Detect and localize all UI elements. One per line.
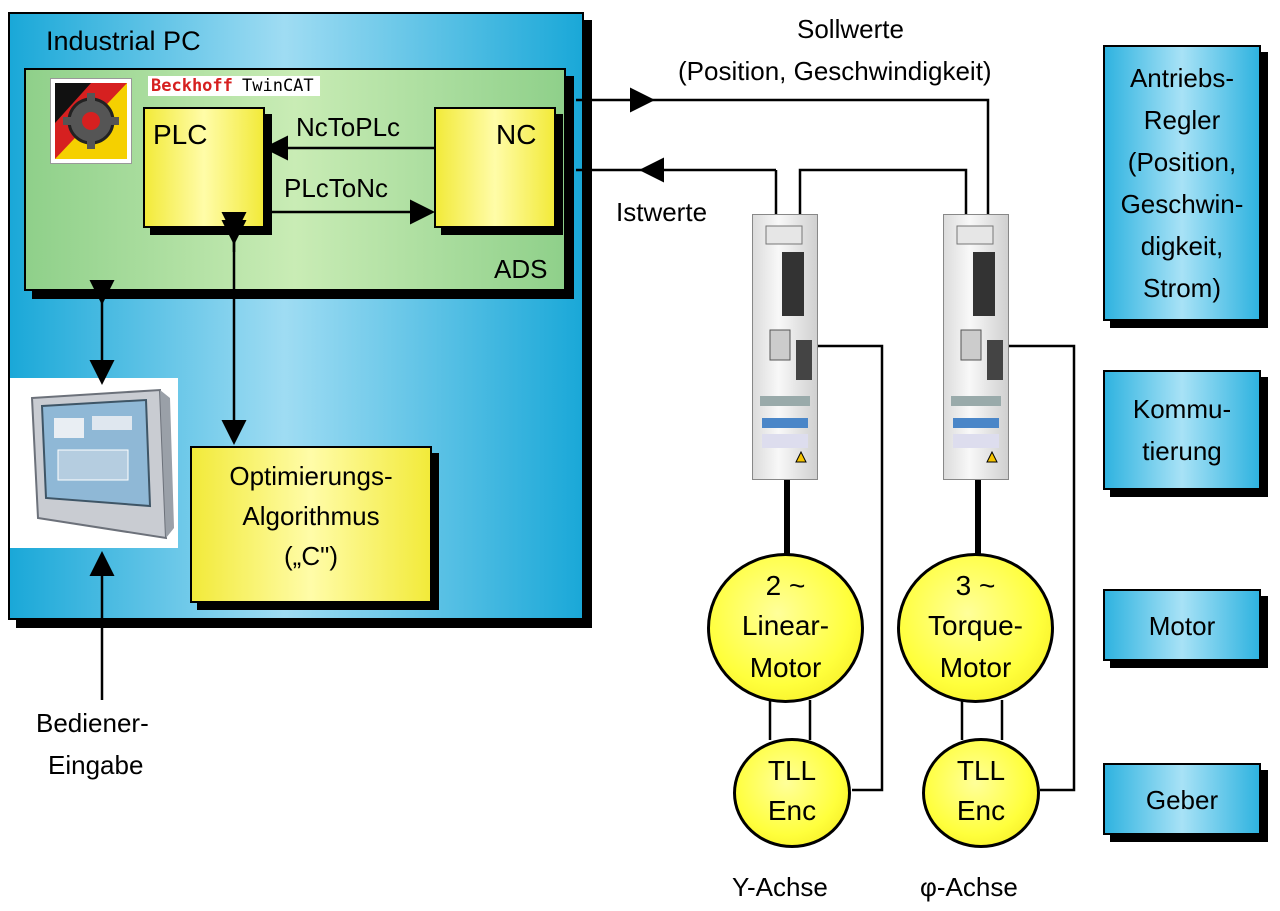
plc-to-nc-label: PLcToNc (284, 173, 389, 203)
plc-box: PLC (143, 107, 265, 228)
legend-drive-line-5: digkeit, (1140, 231, 1224, 261)
nc-box: NC (434, 107, 556, 228)
encoder-phi-line-1: TLL (956, 755, 1006, 786)
encoder-y-line-2: Enc (767, 795, 817, 826)
brand-twincat: TwinCAT (236, 76, 320, 96)
torque-motor-line-1: 3 ~ (955, 570, 996, 601)
operator-input-line-2: Eingabe (48, 750, 144, 780)
panel-pc-image (10, 378, 178, 548)
encoder-phi-line-2: Enc (956, 795, 1006, 826)
linear-motor-line-1: 2 ~ (765, 570, 806, 601)
optimizer-line-3: („C") (284, 541, 338, 571)
panel-pc-icon (30, 388, 174, 540)
actual-values-label: Istwerte (616, 197, 708, 227)
legend-commutation-line-1: Kommu- (1132, 394, 1232, 424)
nc-to-plc-label: NcToPLc (296, 112, 401, 142)
torque-motor: 3 ~ Torque- Motor (897, 553, 1054, 703)
nc-label: NC (496, 119, 537, 150)
optimizer-line-2: Algorithmus (242, 501, 380, 531)
linear-motor-line-3: Motor (749, 652, 822, 683)
twincat-logo (50, 78, 132, 164)
legend-drive-line-6: Strom) (1143, 273, 1221, 303)
axis-phi-label: φ-Achse (920, 872, 1018, 902)
legend-drive-line-1: Antriebs- (1129, 63, 1235, 93)
setpoints-detail: (Position, Geschwindigkeit) (678, 56, 992, 86)
optimization-algorithm-box: Optimierungs- Algorithmus („C") (190, 446, 432, 603)
optimizer-line-1: Optimierungs- (229, 461, 393, 491)
legend-encoder-label: Geber (1145, 785, 1219, 815)
encoder-y: TLL Enc (733, 738, 851, 848)
drive-details (760, 225, 1003, 463)
legend-drive-line-2: Regler (1143, 105, 1221, 135)
legend-motor-label: Motor (1148, 611, 1216, 641)
linear-motor: 2 ~ Linear- Motor (707, 553, 864, 703)
linear-motor-line-2: Linear- (741, 610, 830, 641)
setpoints-title: Sollwerte (797, 14, 904, 44)
encoder-phi: TLL Enc (922, 738, 1040, 848)
industrial-pc-title: Industrial PC (46, 26, 201, 56)
operator-input-line-1: Bediener- (36, 708, 149, 738)
encoder-y-line-1: TLL (767, 755, 817, 786)
legend-encoder: Geber (1103, 763, 1261, 835)
plc-label: PLC (153, 119, 208, 150)
legend-drive-line-3: (Position, (1127, 147, 1237, 177)
legend-drive-controller: Antriebs- Regler (Position, Geschwin- di… (1103, 45, 1261, 321)
torque-motor-line-2: Torque- (928, 610, 1023, 641)
gear-icon (55, 83, 127, 159)
torque-motor-line-3: Motor (939, 652, 1012, 683)
legend-motor: Motor (1103, 589, 1261, 661)
legend-commutation: Kommu- tierung (1103, 370, 1261, 490)
axis-y-label: Y-Achse (732, 872, 828, 902)
legend-commutation-line-2: tierung (1142, 436, 1222, 466)
legend-drive-line-4: Geschwin- (1120, 189, 1244, 219)
brand-beckhoff: Beckhoff (148, 76, 236, 96)
ads-label: ADS (494, 254, 548, 284)
